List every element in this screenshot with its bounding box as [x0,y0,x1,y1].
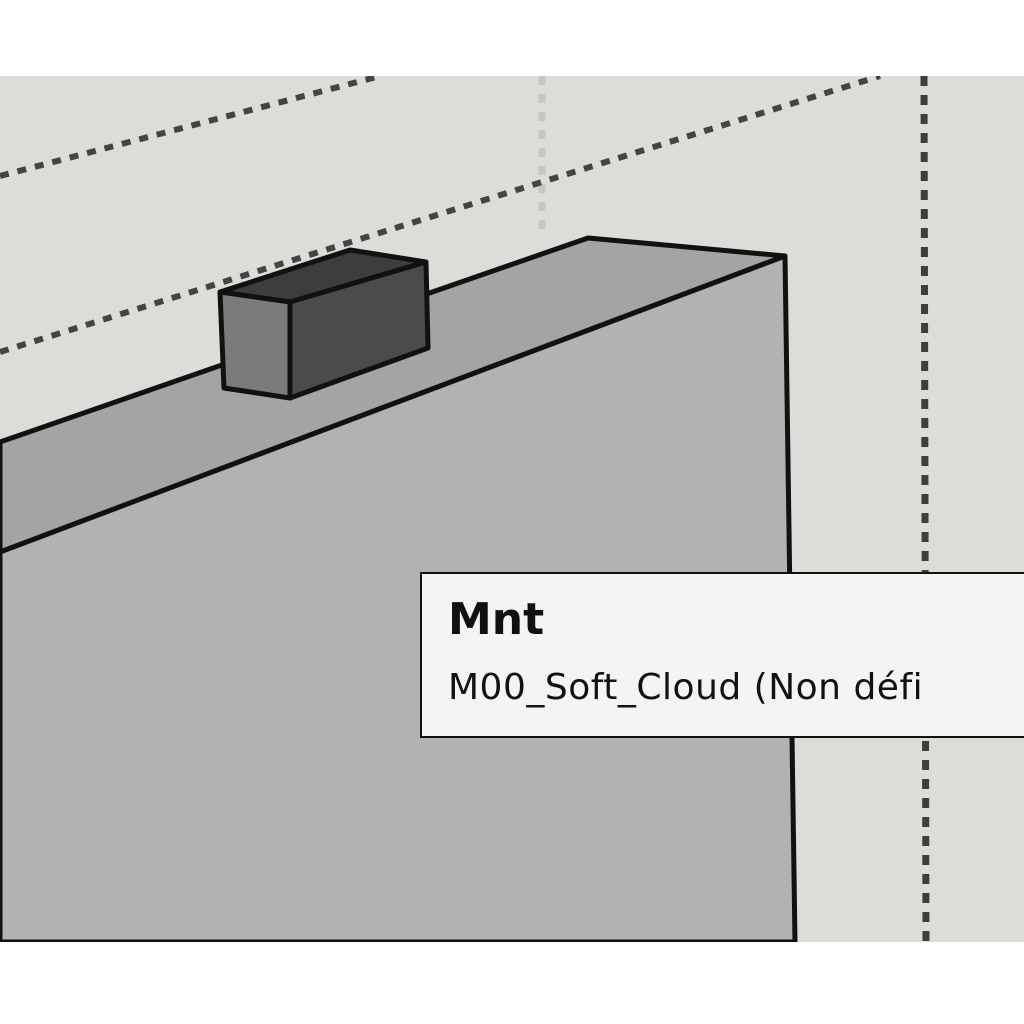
dotted-guide-upper[interactable] [0,76,381,179]
box-left-face [217,289,293,401]
box-front-face[interactable] [287,259,431,401]
scene-canvas [0,76,930,942]
vertical-guide-right[interactable] [920,76,930,942]
3d-viewport[interactable]: Mnt M00_Soft_Cloud (Non défi [0,76,1024,942]
material-tooltip: Mnt M00_Soft_Cloud (Non défi [420,572,1024,738]
wall-front-face[interactable] [0,253,798,942]
tooltip-material-name: M00_Soft_Cloud (Non défi [448,667,924,708]
tooltip-title: Mnt [448,594,545,645]
